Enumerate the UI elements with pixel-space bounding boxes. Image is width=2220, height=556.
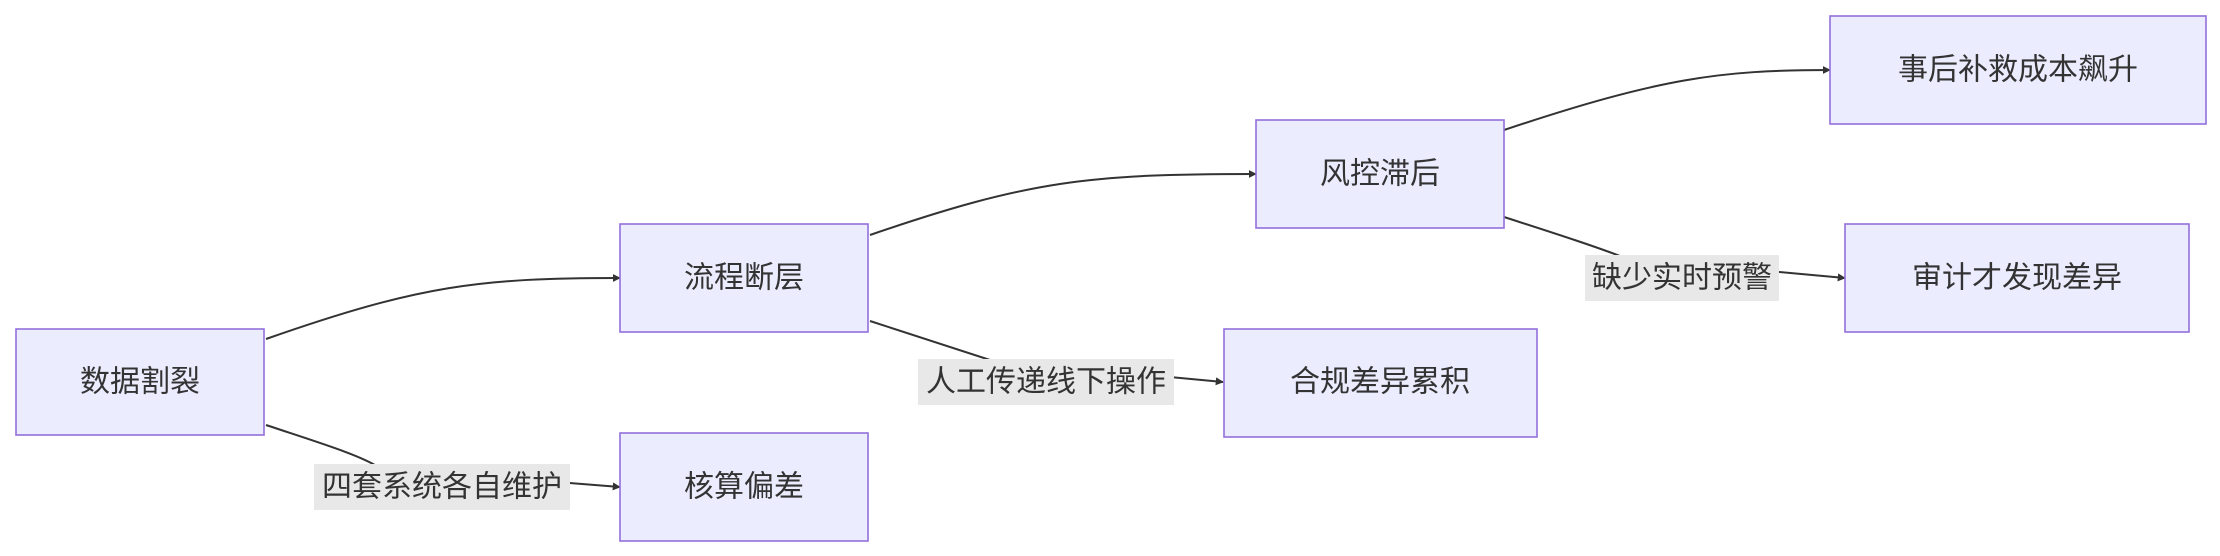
edge-label-no-warning: 缺少实时预警	[1585, 255, 1779, 301]
node-compliance-diff-label: 合规差异累积	[1290, 365, 1470, 400]
node-remediation-cost[interactable]: 事后补救成本飙升	[1829, 15, 2207, 125]
node-remediation-cost-label: 事后补救成本飙升	[1898, 53, 2138, 88]
node-process-gap[interactable]: 流程断层	[619, 223, 869, 333]
node-compliance-diff[interactable]: 合规差异累积	[1223, 328, 1538, 438]
edge-risk-lag-to-remediation-cost	[1503, 66, 1831, 131]
edge-label-manual-offline: 人工传递线下操作	[918, 359, 1174, 405]
edge-label-four-systems: 四套系统各自维护	[314, 464, 570, 510]
node-process-gap-label: 流程断层	[684, 261, 804, 296]
edge-label-four-systems-text: 四套系统各自维护	[322, 470, 562, 505]
node-risk-lag[interactable]: 风控滞后	[1255, 119, 1505, 229]
node-audit-diff-label: 审计才发现差异	[1912, 261, 2122, 296]
edge-label-no-warning-text: 缺少实时预警	[1592, 261, 1772, 296]
edge-data-split-to-process-gap	[265, 274, 621, 340]
node-accounting-bias-label: 核算偏差	[684, 470, 804, 505]
node-accounting-bias[interactable]: 核算偏差	[619, 432, 869, 542]
edge-process-gap-to-compliance-diff	[869, 320, 1224, 386]
edge-label-manual-offline-text: 人工传递线下操作	[926, 365, 1166, 400]
node-data-split[interactable]: 数据割裂	[15, 328, 265, 436]
node-data-split-label: 数据割裂	[80, 365, 200, 400]
node-risk-lag-label: 风控滞后	[1320, 157, 1440, 192]
node-audit-diff[interactable]: 审计才发现差异	[1844, 223, 2190, 333]
edge-process-gap-to-risk-lag	[869, 170, 1257, 236]
